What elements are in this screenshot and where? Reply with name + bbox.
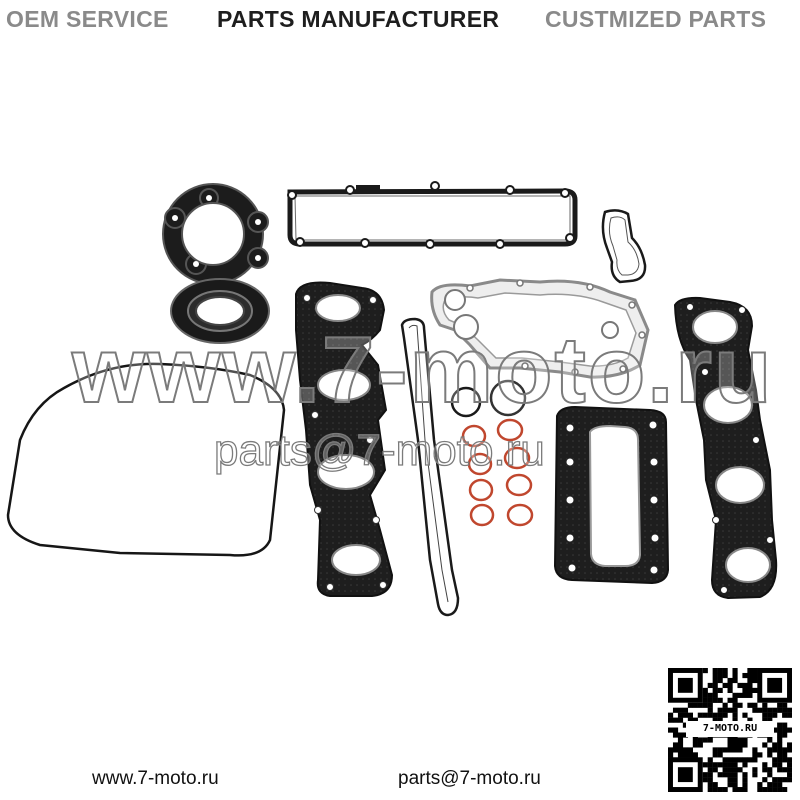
exhaust-manifold-gasket-left bbox=[295, 281, 394, 597]
crankcase-gasket bbox=[430, 278, 650, 379]
large-loop-gasket bbox=[6, 362, 286, 557]
small-gasket bbox=[601, 209, 647, 284]
header-banner: OEM SERVICE PARTS MANUFACTURER CUSTMIZED… bbox=[0, 0, 800, 40]
cover-gasket bbox=[287, 181, 578, 249]
qr-code-pattern bbox=[668, 668, 793, 793]
o-rings bbox=[450, 379, 534, 527]
banner-parts-manufacturer: PARTS MANUFACTURER bbox=[217, 6, 500, 32]
oil-seal bbox=[170, 278, 270, 344]
round-flange-gasket bbox=[162, 183, 269, 285]
banner-oem-service: OEM SERVICE bbox=[6, 6, 169, 32]
banner-customized-parts: CUSTMIZED PARTS bbox=[545, 6, 767, 32]
intake-manifold-gasket-right bbox=[673, 296, 778, 600]
qr-label: 7-MOTO.RU bbox=[686, 721, 774, 737]
qr-code[interactable]: 7-MOTO.RU bbox=[668, 668, 793, 793]
head-gasket bbox=[553, 405, 670, 585]
footer-email-link[interactable]: parts@7-moto.ru bbox=[398, 768, 541, 789]
strip-gasket bbox=[400, 317, 460, 617]
footer-website-link[interactable]: www.7-moto.ru bbox=[92, 768, 219, 789]
